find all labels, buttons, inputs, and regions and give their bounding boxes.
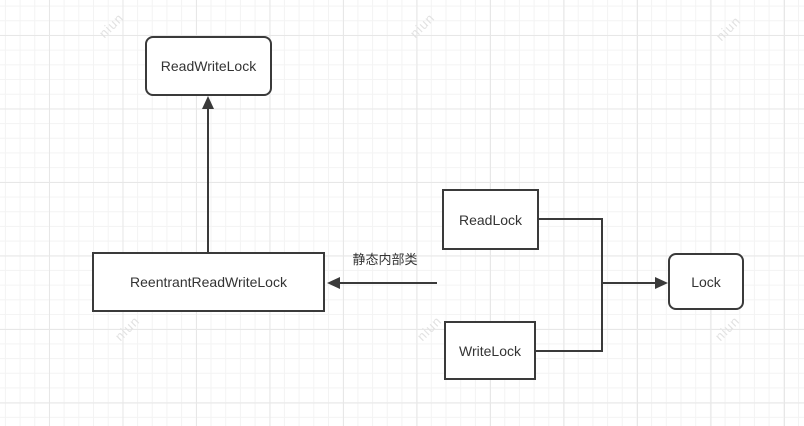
watermark-text: niun <box>111 313 143 344</box>
node-readlock[interactable]: ReadLock <box>442 189 539 250</box>
watermark-text: niun <box>413 313 445 344</box>
watermark-text: niun <box>711 313 743 344</box>
node-label: ReadWriteLock <box>160 58 257 74</box>
edge-writelock-line[interactable] <box>536 350 603 352</box>
node-label: WriteLock <box>459 342 521 359</box>
watermark-text: niun <box>712 13 744 44</box>
edge-reentrant-to-readwritelock-arrowhead[interactable] <box>202 96 214 109</box>
node-writelock[interactable]: WriteLock <box>444 321 536 380</box>
edge-label-static-inner: 静态内部类 <box>352 252 418 267</box>
edge-reentrant-to-readwritelock-line[interactable] <box>207 107 209 252</box>
edge-static-inner-line[interactable] <box>338 282 437 284</box>
edge-to-lock-arrowhead[interactable] <box>655 277 668 289</box>
edge-static-inner-arrowhead[interactable] <box>327 277 340 289</box>
edge-shared-rail-line[interactable] <box>601 218 603 352</box>
edge-to-lock-line[interactable] <box>601 282 656 284</box>
node-reentrantreadwritelock[interactable]: ReentrantReadWriteLock <box>92 252 325 312</box>
node-readwritelock[interactable]: ReadWriteLock <box>145 36 272 96</box>
watermark-text: niun <box>95 10 127 41</box>
node-label: ReentrantReadWriteLock <box>130 274 287 290</box>
watermark-text: niun <box>406 10 438 41</box>
node-label: Lock <box>691 273 721 290</box>
edge-readlock-line[interactable] <box>539 218 603 220</box>
node-label: ReadLock <box>458 211 523 228</box>
node-lock[interactable]: Lock <box>668 253 744 310</box>
